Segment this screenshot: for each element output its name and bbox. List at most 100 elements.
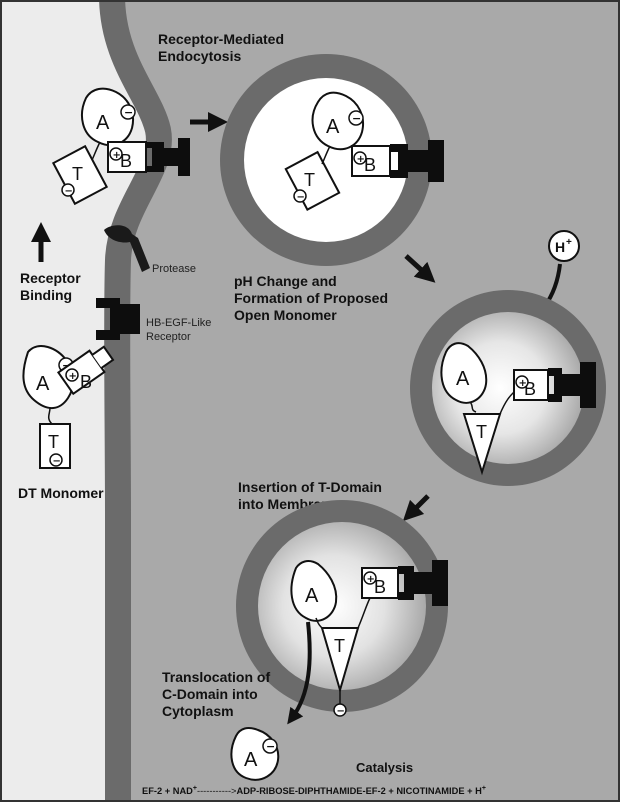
catalysis-label: Catalysis xyxy=(356,760,413,775)
minus-charge-icon xyxy=(49,453,63,467)
minus-sign: − xyxy=(124,106,133,119)
domain-b-label: B xyxy=(120,151,132,171)
cytoplasmic-a-domain: A − xyxy=(230,727,280,781)
plus-sign: + xyxy=(69,371,77,382)
linker xyxy=(91,141,101,161)
minus-charge-icon xyxy=(61,183,75,197)
domain-b-label: B xyxy=(80,372,92,392)
equation-reactants-sup: + xyxy=(193,785,197,792)
minus-sign: − xyxy=(53,456,61,467)
proton-charge: + xyxy=(566,237,572,248)
equation-arrow: -----------> xyxy=(197,786,237,796)
hb-egf-receptor-shape xyxy=(390,140,444,182)
hb-egf-receptor-shape xyxy=(398,560,448,606)
insertion-label-line1: Insertion of T-Domain xyxy=(238,479,382,495)
plus-sign: + xyxy=(113,150,121,161)
dt-monomer-group: A − T − B + xyxy=(22,345,115,469)
membrane-inserted-vesicle: A B + T − xyxy=(236,500,448,717)
vesicle-lumen xyxy=(244,78,408,242)
minus-sign: − xyxy=(352,112,361,125)
domain-a-shape xyxy=(311,91,364,151)
minus-sign: − xyxy=(266,740,275,753)
minus-charge-icon xyxy=(333,703,347,717)
minus-charge-icon xyxy=(262,738,278,754)
ph-change-label-line2: Formation of Proposed xyxy=(234,290,388,306)
plus-sign: + xyxy=(367,574,375,585)
equation-products: ADP-RIBOSE-DIPHTHAMIDE-EF-2 + NICOTINAMI… xyxy=(236,786,482,796)
domain-a-label: A xyxy=(456,368,470,390)
protease-group xyxy=(104,225,150,272)
hb-egf-receptor-shape xyxy=(548,362,596,408)
minus-charge-icon xyxy=(348,110,364,126)
receptor-binding-label-line2: Binding xyxy=(20,287,72,303)
proton-label: H xyxy=(555,239,565,255)
dt-monomer-label: DT Monomer xyxy=(18,485,104,501)
linker xyxy=(357,597,371,629)
minus-charge-icon xyxy=(293,189,307,203)
equation-products-sup: + xyxy=(482,785,486,792)
domain-b-label: B xyxy=(374,577,386,597)
plus-charge-icon xyxy=(353,151,367,165)
plus-charge-icon xyxy=(363,571,377,585)
acidification-arrow-icon xyxy=(404,254,436,283)
domain-t-label: T xyxy=(72,164,83,184)
plus-charge-icon xyxy=(515,375,529,389)
translocation-label-line1: Translocation of xyxy=(162,669,270,685)
receptor-label-line1: HB-EGF-Like xyxy=(146,317,211,329)
domain-t-label: T xyxy=(48,432,59,452)
domain-a-label: A xyxy=(244,749,258,771)
domain-t-shape xyxy=(284,150,341,211)
domain-t-label: T xyxy=(334,636,345,656)
domain-a-shape xyxy=(440,342,488,404)
linker xyxy=(321,145,331,165)
domain-t-label: T xyxy=(476,422,487,442)
linker xyxy=(47,407,53,425)
translocation-arrow-icon xyxy=(287,621,312,725)
minus-charge-icon xyxy=(120,104,136,120)
protease-icon xyxy=(104,225,150,272)
insertion-arrow-icon xyxy=(402,494,430,522)
plus-charge-icon xyxy=(109,147,123,161)
ph-change-label-line1: pH Change and xyxy=(234,273,337,289)
proton-icon xyxy=(548,230,580,262)
linker xyxy=(469,401,477,413)
domain-t-shape xyxy=(39,423,71,469)
domain-b-shape xyxy=(56,345,115,396)
domain-t-shape xyxy=(320,627,360,694)
domain-t-shape xyxy=(51,144,109,206)
minus-sign: − xyxy=(65,186,73,197)
domain-a-label: A xyxy=(36,373,50,395)
domain-a-shape xyxy=(81,87,134,147)
minus-sign: − xyxy=(62,359,71,372)
acidified-vesicle: A T B + xyxy=(410,290,606,486)
plasma-membrane xyxy=(99,0,172,802)
receptor-label-line2: Receptor xyxy=(146,331,191,343)
protease-label: Protease xyxy=(152,263,196,275)
domain-a-shape xyxy=(290,560,338,622)
domain-a-label: A xyxy=(305,585,319,607)
translocation-label-line2: C-Domain into xyxy=(162,686,258,702)
bound-toxin-group: A − T − B + xyxy=(51,87,190,206)
extracellular-region xyxy=(0,0,159,802)
plus-sign: + xyxy=(519,378,527,389)
hb-egf-receptor-icon xyxy=(96,298,140,340)
receptor-binding-label-line1: Receptor xyxy=(20,270,81,286)
linker xyxy=(315,617,323,629)
equation-reactants: EF-2 + NAD xyxy=(142,786,193,796)
plus-sign: + xyxy=(357,154,365,165)
domain-b-label: B xyxy=(364,155,376,175)
hb-egf-receptor-shape xyxy=(146,138,190,176)
ph-change-label-line3: Open Monomer xyxy=(234,307,337,323)
domain-a-label: A xyxy=(326,116,340,138)
translocation-label-line3: Cytoplasm xyxy=(162,703,234,719)
domain-t-shape xyxy=(462,413,502,476)
minus-sign: − xyxy=(297,192,305,203)
domain-a-label: A xyxy=(96,112,110,134)
endocytosis-label-line1: Receptor-Mediated xyxy=(158,31,284,47)
plus-charge-icon xyxy=(65,368,79,382)
endocytic-vesicle: A − T − B + xyxy=(220,54,444,266)
domain-t-label: T xyxy=(304,170,315,190)
